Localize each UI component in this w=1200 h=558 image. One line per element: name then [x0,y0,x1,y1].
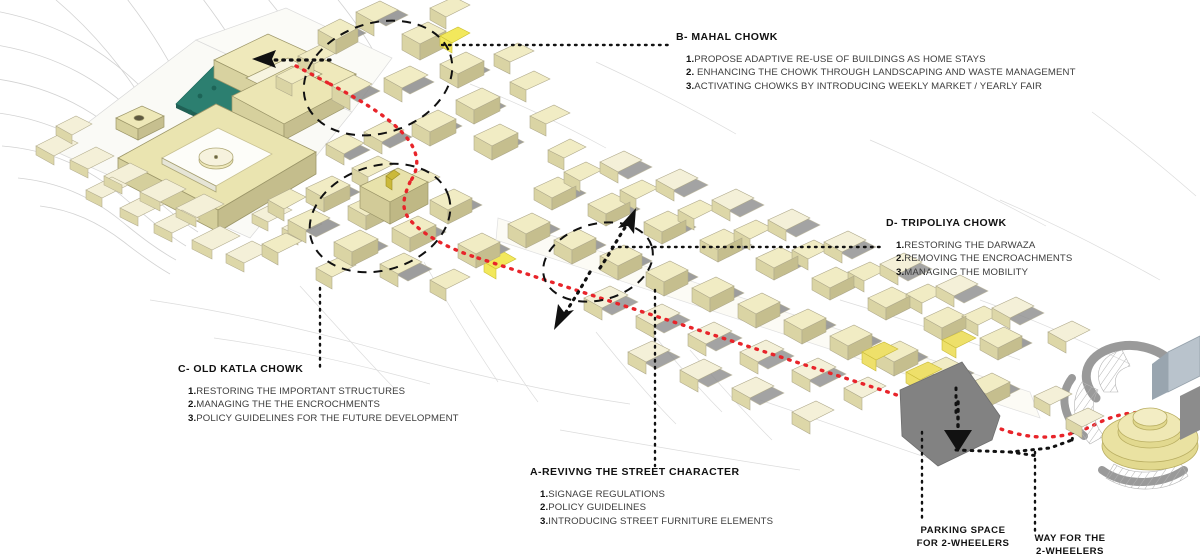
parking-label-line2: FOR 2-WHEELERS [916,538,1010,550]
temple-spire [385,169,401,191]
mobility-arrow-south [554,270,592,330]
callout-tripoliya-chowk: D- TRIPOLIYA CHOWK 1.RESTORING THE DARWA… [886,217,1072,280]
minilabel-parking-space: PARKING SPACE FOR 2-WHEELERS [886,524,1040,550]
parking-block [899,361,1001,467]
callout-street-character: A-REVIVNG THE STREET CHARACTER 1.SIGNAGE… [530,466,773,529]
callout-old-katla-chowk: C- OLD KATLA CHOWK 1.RESTORING THE IMPOR… [178,363,459,426]
callout-item: 1.RESTORING THE IMPORTANT STRUCTURES [188,385,406,397]
callout-item: 3.MANAGING THE MOBILITY [896,266,1029,278]
callout-item: 3.INTRODUCING STREET FURNITURE ELEMENTS [540,515,774,527]
mobility-arrow-north [598,208,636,270]
callout-title: B- MAHAL CHOWK [676,31,778,43]
old-katla-chowk-ellipse [308,162,452,274]
chowk-marker-ellipses [302,19,654,303]
palace-gate-pavilion [115,105,165,141]
twowheeler-label-line2: 2-WHEELERS [1036,546,1104,558]
callout-item: 3.ACTIVATING CHOWKS BY INTRODUCING WEEKL… [686,80,1043,92]
north-block-fabric [599,150,1091,354]
twowheeler-label-line1: WAY FOR THE [1034,533,1106,544]
roundabout-monument [1060,335,1200,490]
callout-item: 2.REMOVING THE ENCROACHMENTS [896,253,1073,265]
callout-item: 2.MANAGING THE THE ENCROCHMENTS [188,399,381,411]
callout-mahal-chowk: B- MAHAL CHOWK 1.PROPOSE ADAPTIVE RE-USE… [676,31,1076,94]
tripoliya-chowk-ellipse [542,221,654,303]
callout-list: 1.RESTORING THE DARWAZA 2.REMOVING THE E… [886,239,1072,280]
callout-item: 2.POLICY GUIDELINES [540,502,647,514]
callout-item: 1.RESTORING THE DARWAZA [896,239,1036,251]
palace-entry-arrow-west [252,50,332,68]
mahal-chowk-ellipse [302,19,454,137]
old-katla-fabric [261,155,511,302]
parking-entry-arrow [944,400,972,452]
highlight-shop [861,330,977,392]
callout-item: 2. ENHANCING THE CHOWK THROUGH LANDSCAPI… [686,67,1076,79]
callout-list: 1.SIGNAGE REGULATIONS 2.POLICY GUIDELINE… [530,488,773,529]
callout-title: D- TRIPOLIYA CHOWK [886,217,1007,229]
parking-label-line1: PARKING SPACE [920,525,1006,536]
east-edge-fabric [1033,385,1105,439]
callout-list: 1.PROPOSE ADAPTIVE RE-USE OF BUILDINGS A… [676,53,1076,94]
callout-title: A-REVIVNG THE STREET CHARACTER [530,466,740,478]
callout-item: 3.POLICY GUIDELINES FOR THE FUTURE DEVEL… [188,412,459,424]
callout-item: 1.PROPOSE ADAPTIVE RE-USE OF BUILDINGS A… [686,53,986,65]
callout-item: 1.SIGNAGE REGULATIONS [540,488,665,500]
callout-title: C- OLD KATLA CHOWK [178,363,304,375]
callout-list: 1.RESTORING THE IMPORTANT STRUCTURES 2.M… [178,385,459,426]
leader-lines [318,43,1037,534]
minilabel-two-wheeler-way: WAY FOR THE 2-WHEELERS [1000,532,1140,558]
